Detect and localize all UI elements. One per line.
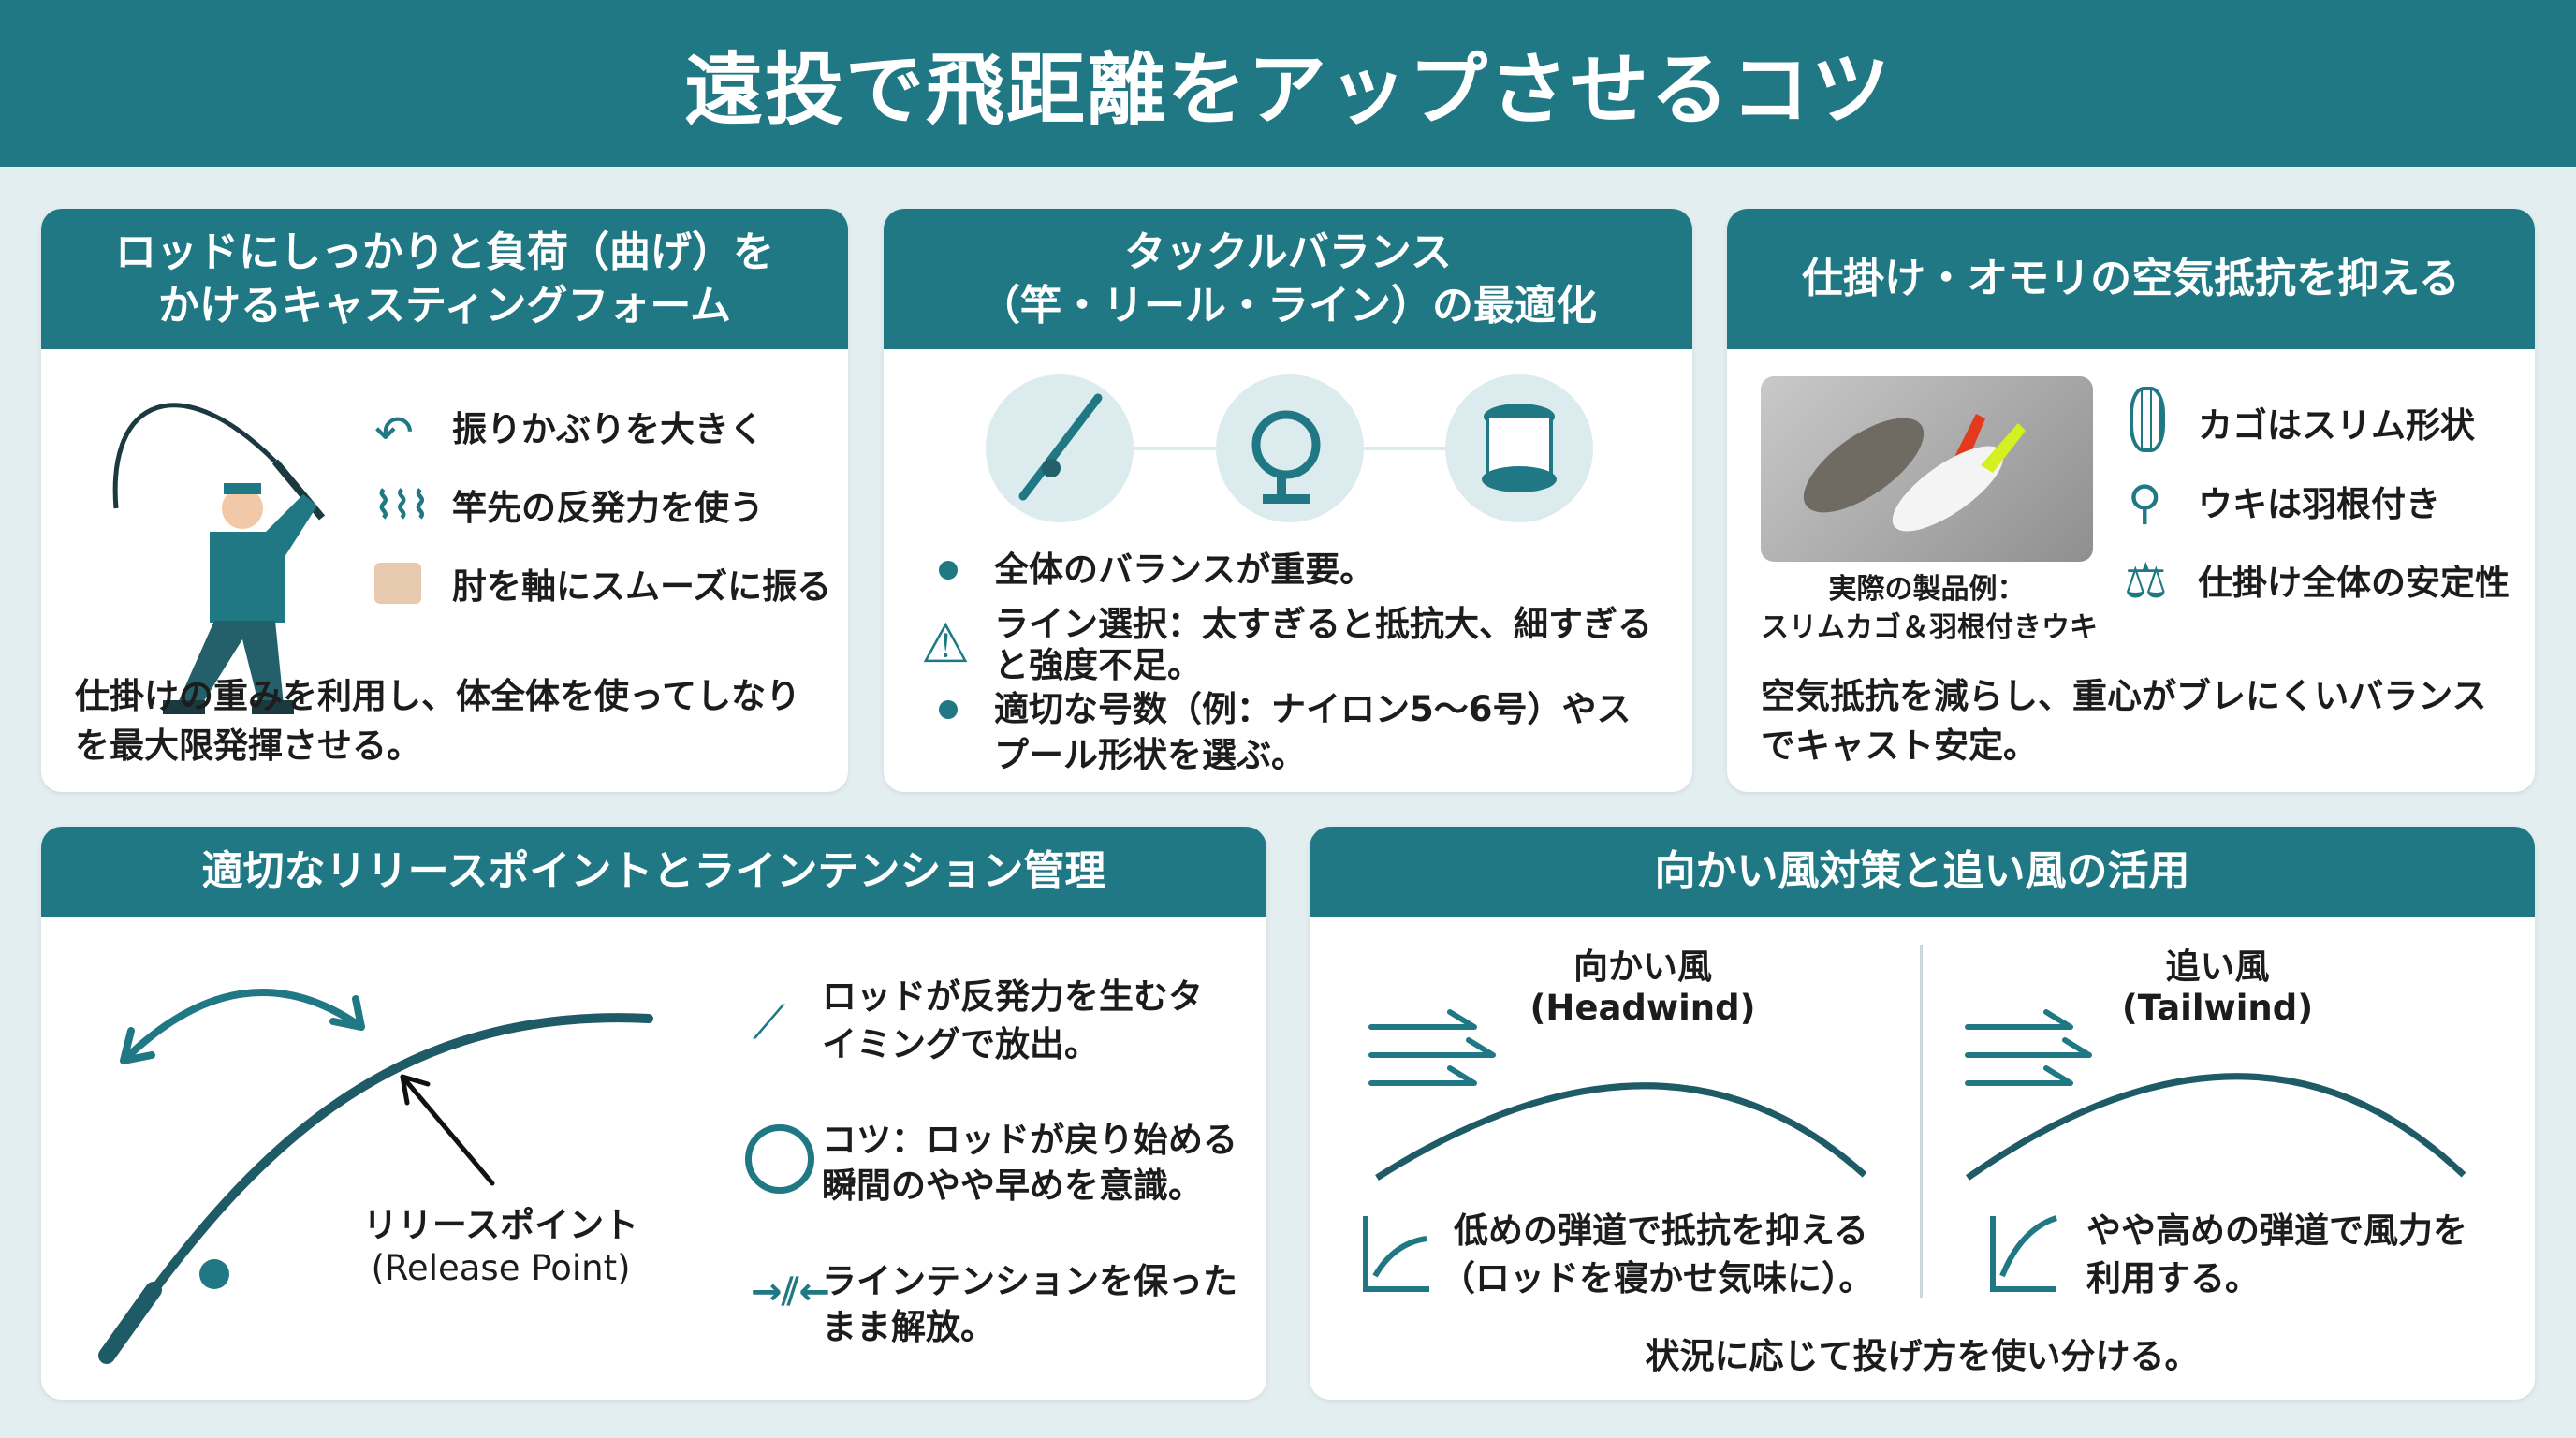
card-title-line: かけるキャスティングフォーム <box>157 282 732 330</box>
tip-text: コツ：ロッドが戻り始める <box>822 1120 1237 1160</box>
product-photo <box>1761 376 2093 562</box>
float-icon: ⚲ <box>2128 476 2162 530</box>
bullet-text: ライン選択：太すぎると抵抗大、細すぎる <box>994 604 1652 644</box>
card-title: 適切なリリースポイントとラインテンション管理 <box>201 847 1106 896</box>
high-trajectory-icon <box>1990 1215 2057 1292</box>
card-wind: 向かい風対策と追い風の活用 向かい風 (Headwind) 追い風 (Tailw… <box>1310 827 2535 1400</box>
headwind-title: (Headwind) <box>1530 988 1756 1028</box>
feature-item: ウキは羽根付き <box>2198 484 2440 524</box>
stopwatch-icon <box>745 1124 814 1194</box>
release-point-label: (Release Point) <box>371 1248 631 1288</box>
card-tackle-balance: タックルバランス （竿・リール・ライン）の最適化 全体のバランスが重要。 ⚠ ラ… <box>884 209 1692 792</box>
angler-casting-illustration <box>112 403 326 714</box>
card-description: 仕掛けの重みを利用し、体全体を使ってしなり <box>75 676 801 716</box>
divider <box>1920 945 1923 1298</box>
header-banner: 遠投で飛距離をアップさせるコツ <box>0 0 2576 167</box>
rod-tip-icon: ⟋ <box>753 995 785 1049</box>
card-header: 向かい風対策と追い風の活用 <box>1310 827 2535 917</box>
card-title: 向かい風対策と追い風の活用 <box>1654 847 2190 896</box>
tip-item: 竿先の反発力を使う <box>452 488 764 528</box>
card-release-point: 適切なリリースポイントとラインテンション管理 リリースポイント (Release… <box>41 827 1266 1400</box>
tip-text: ロッドが反発力を生むタ <box>822 976 1203 1017</box>
headwind-description: 低めの弾道で抵抗を抑える <box>1454 1211 1868 1251</box>
bullet-icon <box>939 700 958 719</box>
tip-text: まま解放。 <box>822 1307 995 1347</box>
bullet-text: 全体のバランスが重要。 <box>994 550 1375 590</box>
card-title-line: ロッドにしっかりと負荷（曲げ）を <box>115 227 774 276</box>
rod-release-diagram <box>98 989 653 1364</box>
card-rig-air-resistance: 仕掛け・オモリの空気抵抗を抑える 実際の製品例： スリムカゴ＆羽根付きウキ カゴ… <box>1727 209 2535 792</box>
tailwind-description: やや高めの弾道で風力を <box>2086 1211 2467 1251</box>
card-description: を最大限発揮させる。 <box>75 726 421 766</box>
photo-caption: 実際の製品例： <box>1828 573 2026 606</box>
headwind-title: 向かい風 <box>1573 946 1712 987</box>
headwind-description: （ロッドを寝かせ気味に）。 <box>1441 1258 1874 1299</box>
card-title-line: （竿・リール・ライン）の最適化 <box>979 282 1597 330</box>
page-title: 遠投で飛距離をアップさせるコツ <box>683 43 1892 136</box>
card-casting-form: ロッドにしっかりと負荷（曲げ）を かけるキャスティングフォーム ↶ 振りかぶりを… <box>41 209 848 792</box>
headwind-arrows-icon <box>1368 1009 1496 1086</box>
line-spool-icon <box>1445 374 1593 522</box>
rotate-arrow-icon: ↶ <box>374 405 414 460</box>
tailwind-description: 利用する。 <box>2086 1258 2260 1299</box>
feature-item: 仕掛け全体の安定性 <box>2198 563 2510 603</box>
reel-icon <box>1216 374 1364 522</box>
tip-text: ラインテンションを保った <box>822 1261 1237 1301</box>
bullet-text: 適切な号数（例：ナイロン5〜6号）やス <box>994 689 1632 729</box>
elbow-icon <box>374 563 421 604</box>
spring-icon: ⌇⌇⌇ <box>374 484 430 527</box>
line-tension-icon: →⫽← <box>751 1270 830 1313</box>
tip-item: 肘を軸にスムーズに振る <box>452 566 832 607</box>
tailwind-title: (Tailwind) <box>2121 988 2314 1028</box>
tip-text: 瞬間のやや早めを意識。 <box>822 1166 1203 1206</box>
low-trajectory-icon <box>1363 1216 1429 1292</box>
tailwind-arrows-icon <box>1965 1009 2092 1086</box>
card-header: ロッドにしっかりと負荷（曲げ）を かけるキャスティングフォーム <box>41 209 848 349</box>
card-title: 仕掛け・オモリの空気抵抗を抑える <box>1802 255 2460 303</box>
wind-summary: 状況に応じて投げ方を使い分ける。 <box>1645 1336 2200 1376</box>
card-description: 空気抵抗を減らし、重心がブレにくいバランス <box>1761 676 2487 716</box>
balance-scale-icon: ⚖ <box>2124 553 2168 609</box>
release-point-label: リリースポイント <box>362 1205 639 1245</box>
card-header: 仕掛け・オモリの空気抵抗を抑える <box>1727 209 2535 349</box>
cage-icon <box>2130 387 2165 452</box>
bullet-text: と強度不足。 <box>994 645 1202 685</box>
bullet-text: プール形状を選ぶ。 <box>994 735 1306 775</box>
card-header: タックルバランス （竿・リール・ライン）の最適化 <box>884 209 1692 349</box>
photo-caption: スリムカゴ＆羽根付きウキ <box>1761 611 2098 644</box>
tip-item: 振りかぶりを大きく <box>452 409 764 449</box>
card-description: でキャスト安定。 <box>1761 726 2038 766</box>
tailwind-title: 追い風 <box>2165 946 2270 987</box>
warning-icon: ⚠ <box>921 611 970 675</box>
feature-item: カゴはスリム形状 <box>2198 405 2475 446</box>
tip-text: イミングで放出。 <box>822 1024 1099 1064</box>
rod-icon <box>986 374 1134 522</box>
wind-diagrams <box>1363 1009 2466 1292</box>
bullet-icon <box>939 561 958 580</box>
card-header: 適切なリリースポイントとラインテンション管理 <box>41 827 1266 917</box>
card-title-line: タックルバランス <box>1124 227 1452 276</box>
